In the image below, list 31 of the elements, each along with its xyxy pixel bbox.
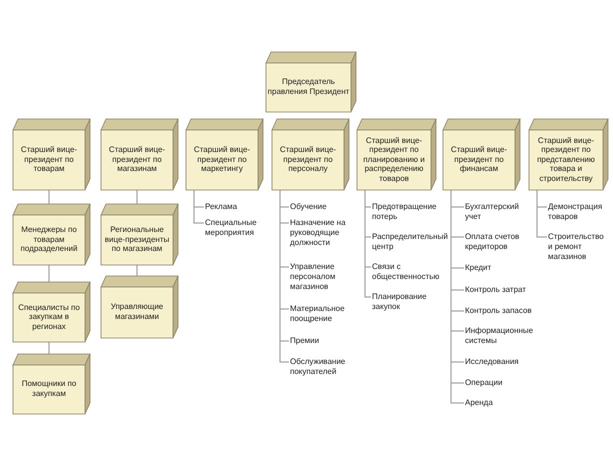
function-label: Премии	[290, 336, 352, 346]
function-label: Материальное поощрение	[290, 304, 352, 324]
function-label: Обслуживание покупателей	[290, 357, 354, 377]
connector-line	[48, 264, 50, 282]
function-label: Строительство и ремонт магазинов	[548, 232, 606, 262]
connector-line	[48, 342, 50, 354]
function-label: Назначение на руководящие должности	[290, 218, 356, 248]
function-label: Связи с общественностью	[372, 262, 452, 282]
connector-line	[136, 264, 138, 276]
function-label: Планирование закупок	[372, 292, 442, 312]
function-label: Аренда	[465, 398, 535, 408]
function-label: Контроль затрат	[465, 285, 539, 295]
connector-line	[364, 190, 372, 298]
function-label: Оплата счетов кредиторов	[465, 232, 535, 252]
function-label: Бухгалтерский учет	[465, 202, 535, 222]
function-label: Кредит	[465, 263, 535, 273]
function-label: Предотвращение потерь	[372, 202, 442, 222]
function-label: Распределительный центр	[372, 232, 448, 252]
function-label: Реклама	[205, 202, 265, 212]
function-label: Специальные мероприятия	[205, 218, 267, 238]
function-label: Контроль запасов	[465, 306, 541, 316]
connector-line	[536, 190, 548, 238]
connector-line	[194, 190, 204, 224]
function-label: Обучение	[290, 202, 352, 212]
connector-line	[48, 190, 50, 204]
function-label: Управление персоналом магазинов	[290, 262, 352, 292]
function-label: Демонстрация товаров	[548, 202, 610, 222]
function-label: Информационные системы	[465, 326, 543, 346]
function-label: Операции	[465, 378, 535, 388]
connector-line	[136, 190, 138, 204]
function-label: Исследования	[465, 357, 539, 367]
